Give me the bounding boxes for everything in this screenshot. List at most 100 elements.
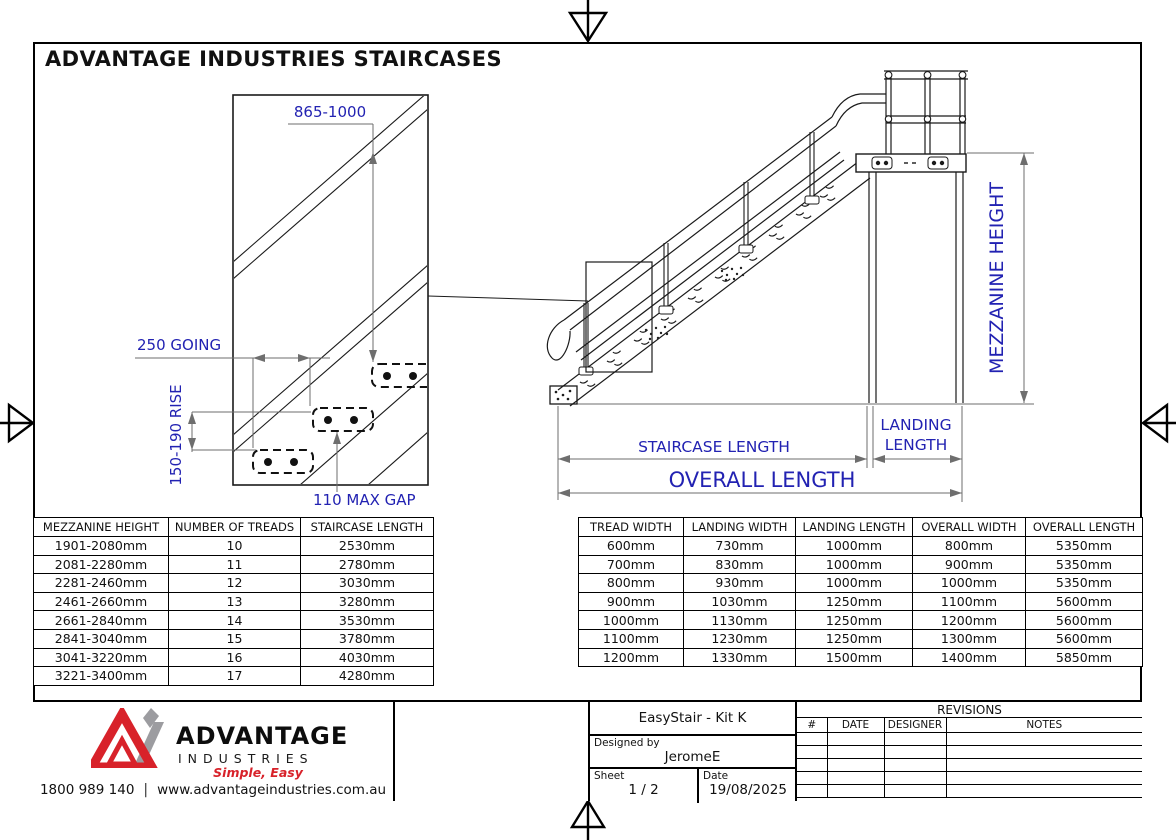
column-header: NUMBER OF TREADS xyxy=(168,517,301,537)
column-header: MEZZANINE HEIGHT xyxy=(33,517,169,537)
table-cell: 5350mm xyxy=(1025,573,1143,593)
table-cell: 5600mm xyxy=(1025,628,1143,649)
tread-detail-view: 865-1000 250 GOING 150-190 RISE 110 MAX … xyxy=(135,94,589,509)
table-cell: 2780mm xyxy=(300,554,434,575)
date-value: 19/08/2025 xyxy=(709,782,787,798)
column-header: LANDING LENGTH xyxy=(795,517,913,537)
contact-separator: | xyxy=(143,782,149,798)
table-cell: 1130mm xyxy=(683,610,796,630)
rail-height-label: 865-1000 xyxy=(294,103,366,121)
staircase-length-label: STAIRCASE LENGTH xyxy=(638,438,790,456)
date-cell: Date 19/08/2025 xyxy=(697,769,797,803)
main-dimension-arrows xyxy=(558,153,1028,497)
table-cell: 3030mm xyxy=(300,573,434,593)
revisions-empty-cell xyxy=(826,744,885,759)
table-cell: 800mm xyxy=(912,536,1026,556)
table-cell: 14 xyxy=(168,610,301,630)
logo-cell: ADVANTAGE INDUSTRIES Simple, Easy 1800 9… xyxy=(33,702,393,801)
revisions-title: REVISIONS xyxy=(797,702,1142,718)
sheet-label: Sheet xyxy=(594,770,625,782)
table-cell: 930mm xyxy=(683,573,796,593)
table-cell: 1000mm xyxy=(912,573,1026,593)
revisions-empty-cell xyxy=(826,770,885,785)
table-cell: 1500mm xyxy=(795,647,913,668)
table-cell: 2661-2840mm xyxy=(33,610,169,630)
detail-dimension-arrows xyxy=(188,152,377,450)
table-cell: 1400mm xyxy=(912,647,1026,668)
table-cell: 1250mm xyxy=(795,591,913,612)
table-cell: 1250mm xyxy=(795,610,913,630)
rise-label: 150-190 RISE xyxy=(167,384,185,485)
table-cell: 800mm xyxy=(578,573,684,593)
revisions-column-header: NOTES xyxy=(945,718,1142,733)
advantage-logo-icon xyxy=(91,708,164,768)
railing-fittings xyxy=(884,71,967,123)
revisions-empty-cell xyxy=(797,731,828,746)
table-cell: 12 xyxy=(168,573,301,593)
table-cell: 900mm xyxy=(578,591,684,612)
designed-by-label: Designed by xyxy=(594,737,660,749)
title-block: ADVANTAGE INDUSTRIES Simple, Easy 1800 9… xyxy=(33,700,1142,803)
revisions-column-header: # xyxy=(797,718,828,733)
table-cell: 1000mm xyxy=(795,554,913,575)
stair-foot xyxy=(549,385,578,405)
table-cell: 1000mm xyxy=(795,536,913,556)
empty-title-cell xyxy=(393,702,588,801)
table-cell: 730mm xyxy=(683,536,796,556)
revisions-column-header: DESIGNER xyxy=(883,718,947,733)
mezzanine-height-label: MEZZANINE HEIGHT xyxy=(986,182,1008,374)
landing-length-label-line2: LENGTH xyxy=(885,436,948,454)
revisions-empty-row xyxy=(797,744,1142,759)
table-cell: 1300mm xyxy=(912,628,1026,649)
table-cell: 700mm xyxy=(578,554,684,575)
revisions-empty-cell xyxy=(826,731,885,746)
table-cell: 17 xyxy=(168,666,301,686)
detail-stringers xyxy=(234,96,427,484)
table-cell: 1200mm xyxy=(578,647,684,668)
revisions-empty-cell xyxy=(797,744,828,759)
table-cell: 15 xyxy=(168,628,301,649)
column-header: LANDING WIDTH xyxy=(683,517,796,537)
stair-handrail xyxy=(546,93,886,361)
table-cell: 5350mm xyxy=(1025,536,1143,556)
revisions-empty-cell xyxy=(826,783,885,798)
table-cell: 13 xyxy=(168,591,301,612)
table-cell: 900mm xyxy=(912,554,1026,575)
table-cell: 5600mm xyxy=(1025,591,1143,612)
sheet-date-row: Sheet 1 / 2 Date 19/08/2025 xyxy=(590,769,795,803)
website-url: www.advantageindustries.com.au xyxy=(157,782,387,798)
max-gap-label: 110 MAX GAP xyxy=(313,491,416,509)
table-cell: 5600mm xyxy=(1025,610,1143,630)
table-cell: 16 xyxy=(168,647,301,668)
grip-texture xyxy=(644,266,745,341)
handrail-posts xyxy=(583,132,815,369)
logo-subbrand-text: INDUSTRIES xyxy=(178,751,314,766)
revisions-empty-row xyxy=(797,783,1142,798)
revisions-empty-cell xyxy=(797,770,828,785)
date-label: Date xyxy=(703,770,729,782)
sheet-cell: Sheet 1 / 2 xyxy=(590,769,697,803)
designer-name: JeromeE xyxy=(664,749,721,765)
landing-length-label-line1: LANDING xyxy=(880,416,951,434)
table-cell: 1200mm xyxy=(912,610,1026,630)
table-cell: 2081-2280mm xyxy=(33,554,169,575)
sheet-title: ADVANTAGE INDUSTRIES STAIRCASES xyxy=(45,47,502,71)
